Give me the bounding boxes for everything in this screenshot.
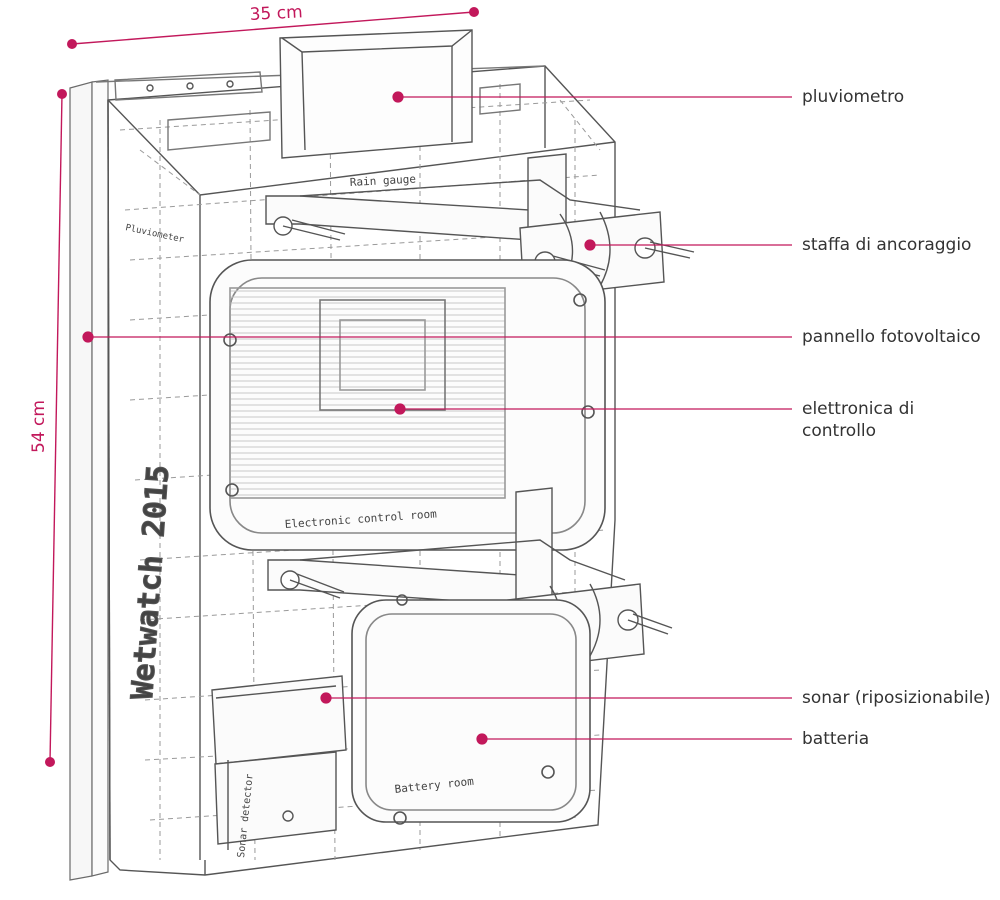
width-dimension-label: 35 cm xyxy=(249,2,303,25)
callout-staffa: staffa di ancoraggio xyxy=(802,235,972,255)
battery-compartment xyxy=(351,594,591,825)
callout-batteria: batteria xyxy=(802,729,870,749)
engraving-brand: Wetwatch 2015 xyxy=(125,464,176,701)
height-dimension: 54 cm xyxy=(29,89,67,767)
callout-pannello: pannello fotovoltaico xyxy=(802,327,981,347)
callout-pluviometro: pluviometro xyxy=(802,87,905,107)
engraving-pluviometer: Pluviometer xyxy=(124,223,185,245)
rain-gauge-funnel xyxy=(114,29,521,159)
callout-sonar: sonar (riposizionabile) xyxy=(802,688,991,708)
height-dimension-label: 54 cm xyxy=(29,400,49,453)
width-dimension: 35 cm xyxy=(67,2,479,49)
engraving-rain-gauge: Rain gauge xyxy=(349,173,416,189)
back-panel xyxy=(69,79,109,881)
callout-elettronica: elettronica di controllo xyxy=(802,399,915,442)
callout-leaders xyxy=(82,91,792,745)
sonar-housing xyxy=(211,675,347,850)
solar-panel xyxy=(209,259,606,551)
